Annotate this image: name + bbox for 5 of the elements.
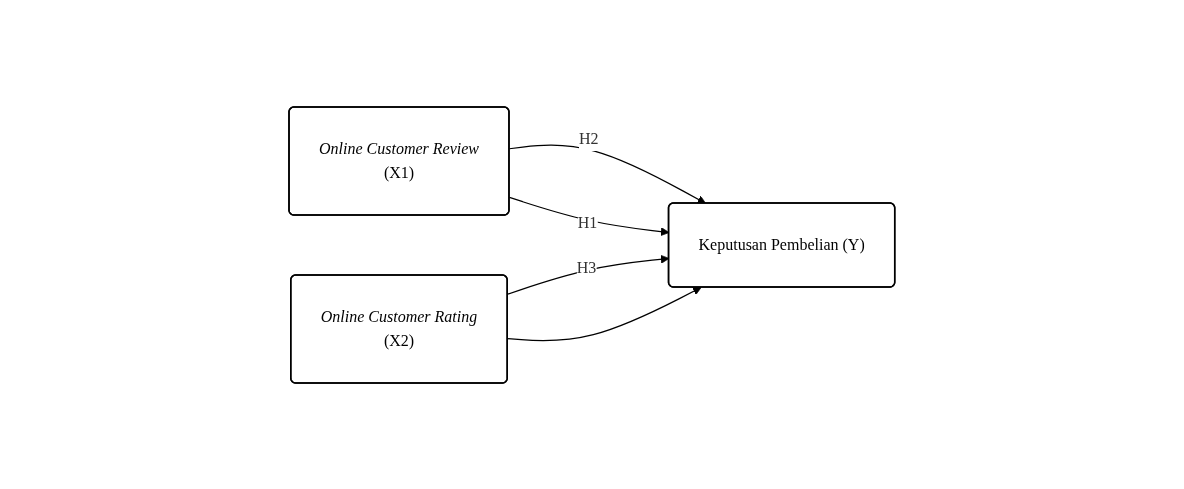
arrow: [509, 144, 707, 204]
arrow: [507, 286, 702, 341]
edge-label: H2: [579, 129, 599, 147]
edge-label: H3: [576, 258, 597, 276]
edge-label: H1: [577, 213, 598, 231]
